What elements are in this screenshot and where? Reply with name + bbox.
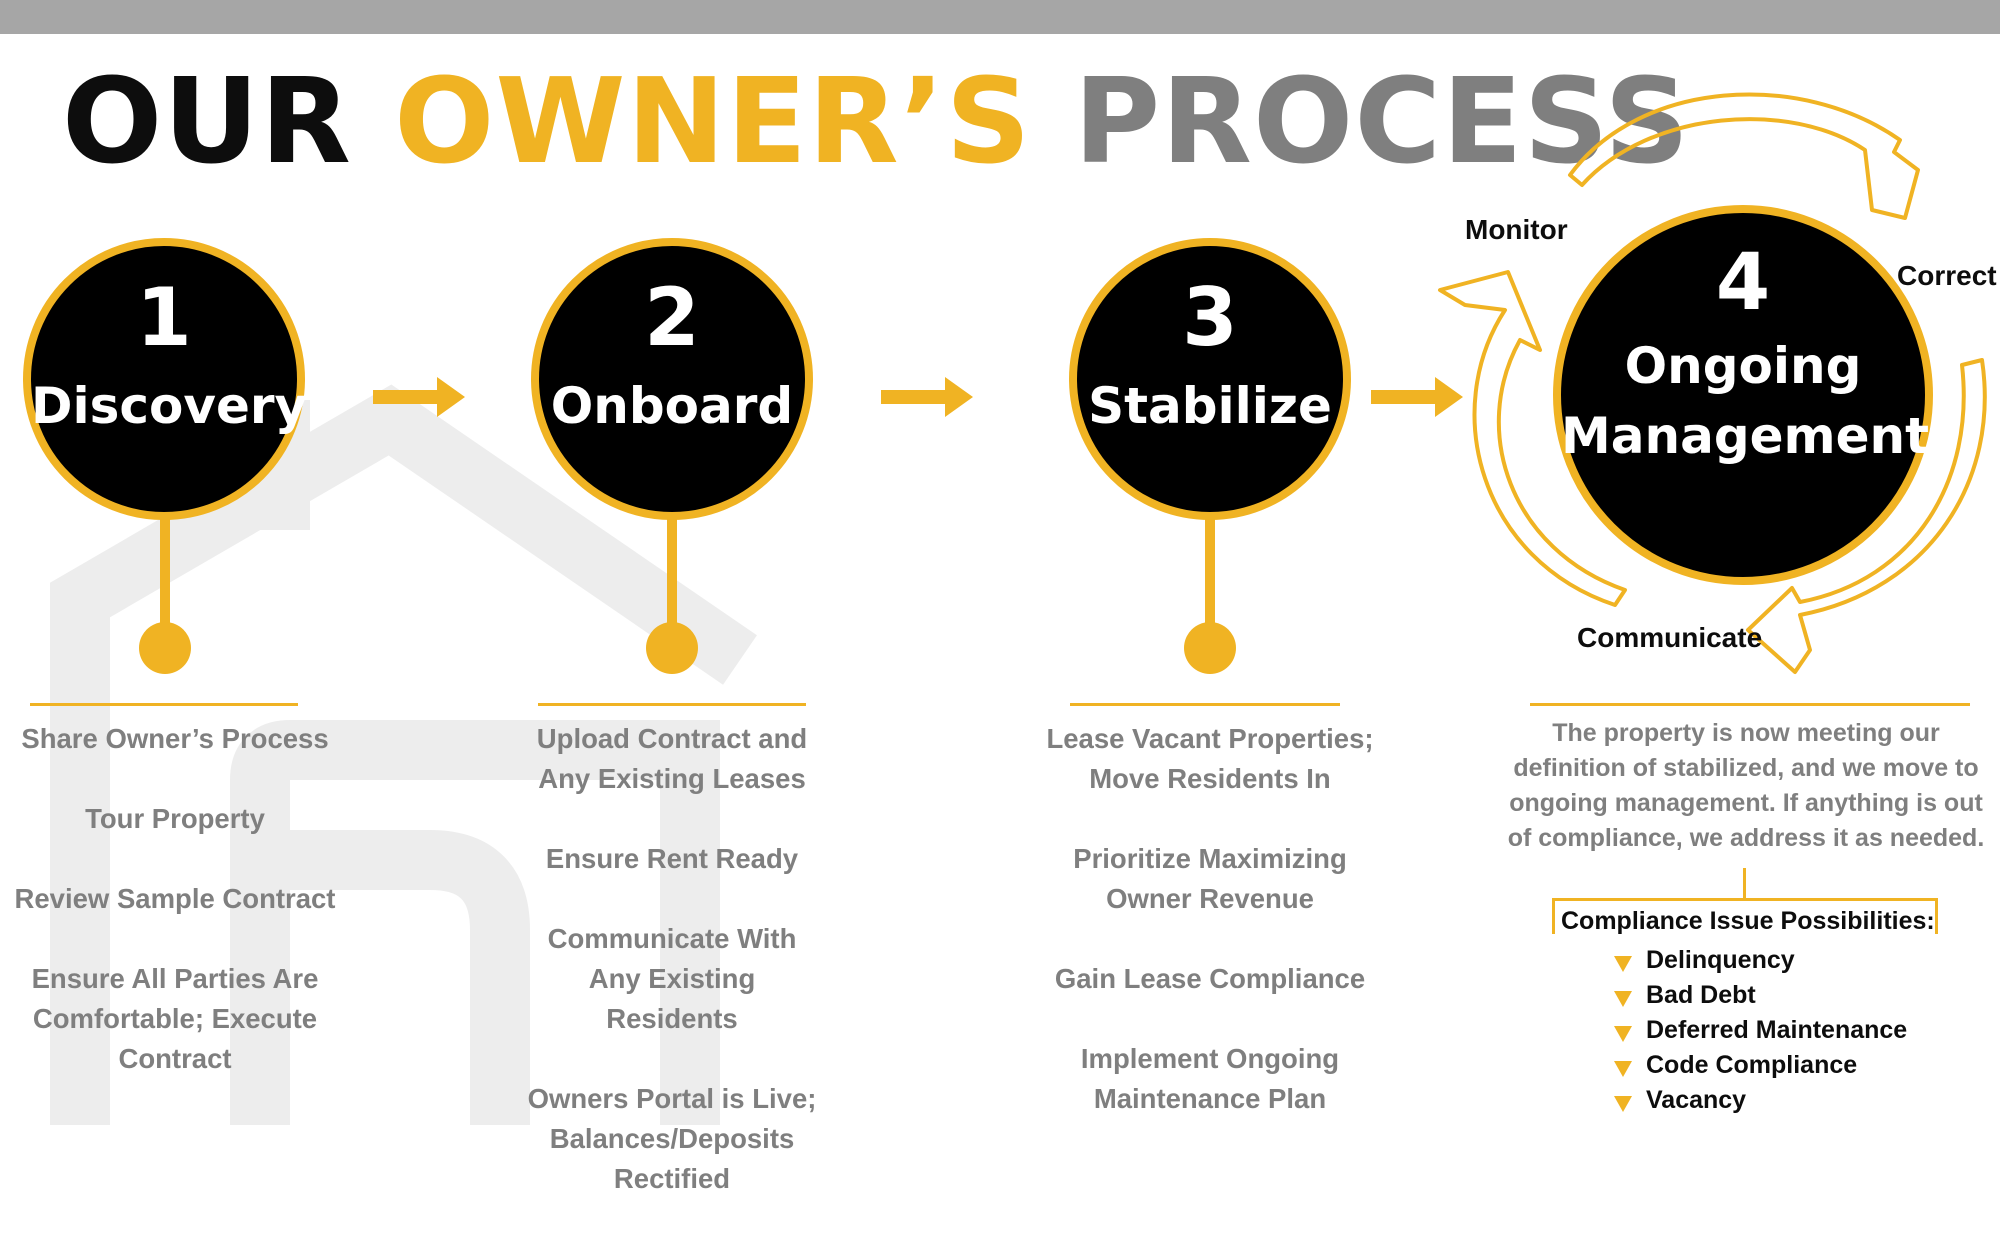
step-4-circle: 4 Ongoing Management bbox=[1553, 205, 1933, 585]
cycle-label-correct: Correct bbox=[1897, 260, 1997, 291]
compliance-connector bbox=[1743, 868, 1746, 900]
step-3-number: 3 bbox=[1182, 271, 1238, 364]
step-1-item: Tour Property bbox=[85, 803, 265, 834]
step-4-number: 4 bbox=[1715, 238, 1771, 328]
step-2-item: Ensure Rent Ready bbox=[545, 843, 799, 874]
step-3-item: Prioritize Maximizing Owner Revenue bbox=[1073, 843, 1347, 914]
step-4-rule bbox=[1530, 703, 1970, 706]
cycle-arrow-left-icon bbox=[1438, 270, 1627, 607]
step-2-name: Onboard bbox=[550, 377, 794, 435]
step-3-items: Lease Vacant Properties; Move Residents … bbox=[1010, 719, 1410, 1159]
step-1-rule bbox=[30, 703, 298, 706]
page-title: OUR OWNER’S PROCESS bbox=[62, 56, 1690, 186]
step-2-dot bbox=[646, 622, 698, 674]
list-item: Delinquency bbox=[1614, 943, 1907, 978]
step-1-circle: 1 Discovery bbox=[23, 238, 308, 520]
title-owners: OWNER’S bbox=[394, 52, 1032, 190]
triangle-bullet-icon bbox=[1614, 1026, 1632, 1042]
step-1-items: Share Owner’s Process Tour Property Revi… bbox=[0, 719, 375, 1119]
title-process: PROCESS bbox=[1073, 52, 1691, 190]
triangle-bullet-icon bbox=[1614, 956, 1632, 972]
step-2-items: Upload Contract and Any Existing Leases … bbox=[472, 719, 872, 1239]
step-2-item: Communicate With Any Existing Residents bbox=[547, 923, 797, 1034]
step-3-item: Gain Lease Compliance bbox=[1054, 963, 1366, 994]
step-1-name: Discovery bbox=[31, 377, 308, 435]
arrow-right-icon bbox=[1371, 377, 1463, 417]
list-item: Deferred Maintenance bbox=[1614, 1013, 1907, 1048]
title-our: OUR bbox=[62, 52, 352, 190]
step-2-item: Upload Contract and Any Existing Leases bbox=[536, 723, 808, 794]
step-3-item: Lease Vacant Properties; Move Residents … bbox=[1046, 723, 1374, 794]
compliance-title: Compliance Issue Possibilities: bbox=[1561, 907, 1935, 935]
step-3-dot bbox=[1184, 622, 1236, 674]
step-1-item: Ensure All Parties Are Comfortable; Exec… bbox=[31, 963, 319, 1074]
step-1-item: Review Sample Contract bbox=[14, 883, 336, 914]
step-4-name-line2: Management bbox=[1561, 407, 1930, 465]
compliance-item: Vacancy bbox=[1646, 1086, 1747, 1114]
step-2-rule bbox=[538, 703, 806, 706]
list-item: Code Compliance bbox=[1614, 1048, 1907, 1083]
cycle-arrows bbox=[1438, 92, 1987, 674]
step-2-item: Owners Portal is Live; Balances/Deposits… bbox=[527, 1083, 817, 1194]
ongoing-description: The property is now meeting our definiti… bbox=[1507, 719, 1985, 852]
arrow-right-icon bbox=[881, 377, 973, 417]
step-3-connector bbox=[1205, 510, 1215, 640]
step-3-name: Stabilize bbox=[1088, 377, 1332, 435]
triangle-bullet-icon bbox=[1614, 1096, 1632, 1112]
cycle-arrow-right-icon bbox=[1746, 358, 1987, 674]
cycle-arrow-top-icon bbox=[1568, 92, 1920, 220]
compliance-list: Delinquency Bad Debt Deferred Maintenanc… bbox=[1614, 943, 1907, 1118]
cycle-label-communicate: Communicate bbox=[1577, 622, 1763, 653]
arrow-right-icon bbox=[373, 377, 465, 417]
list-item: Bad Debt bbox=[1614, 978, 1907, 1013]
compliance-item: Bad Debt bbox=[1646, 981, 1756, 1009]
compliance-item: Delinquency bbox=[1646, 946, 1795, 974]
top-bar bbox=[0, 0, 2000, 34]
step-1-number: 1 bbox=[136, 271, 192, 364]
step-1-dot bbox=[139, 622, 191, 674]
step-1-item: Share Owner’s Process bbox=[21, 723, 329, 754]
step-3-rule bbox=[1070, 703, 1340, 706]
list-item: Vacancy bbox=[1614, 1083, 1907, 1118]
step-4-name-line1: Ongoing bbox=[1624, 337, 1862, 395]
compliance-item: Deferred Maintenance bbox=[1646, 1016, 1908, 1044]
cycle-label-monitor: Monitor bbox=[1465, 214, 1568, 245]
triangle-bullet-icon bbox=[1614, 1061, 1632, 1077]
step-3-circle: 3 Stabilize bbox=[1069, 238, 1351, 520]
compliance-bracket bbox=[1552, 898, 1938, 934]
step-2-number: 2 bbox=[644, 271, 700, 364]
step-2-connector bbox=[667, 510, 677, 640]
triangle-bullet-icon bbox=[1614, 991, 1632, 1007]
step-3-item: Implement Ongoing Maintenance Plan bbox=[1080, 1043, 1340, 1114]
step-1-connector bbox=[160, 510, 170, 640]
step-4-name: Ongoing Management bbox=[1561, 331, 1930, 471]
compliance-item: Code Compliance bbox=[1646, 1051, 1858, 1079]
step-2-circle: 2 Onboard bbox=[531, 238, 813, 520]
